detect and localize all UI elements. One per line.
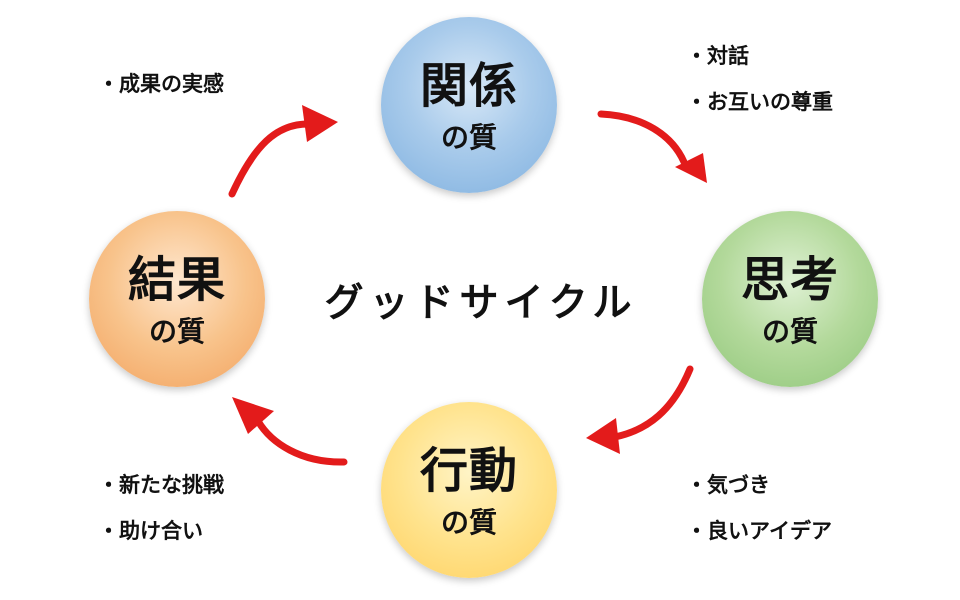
relationship-quality-node: 関係 の質 bbox=[381, 17, 557, 193]
action-node-title: 行動 bbox=[419, 443, 518, 499]
arrow-thinking-to-action bbox=[586, 365, 694, 454]
note-results-achievement: 成果の実感 bbox=[98, 61, 224, 107]
thinking-node-subtitle: の質 bbox=[761, 315, 818, 348]
results-node-subtitle: の質 bbox=[148, 315, 205, 348]
relationship-notes: 対話 お互いの尊重 bbox=[686, 33, 833, 125]
note-good-ideas: 良いアイデア bbox=[686, 508, 832, 554]
results-node-title: 結果 bbox=[127, 252, 226, 308]
relationship-node-subtitle: の質 bbox=[440, 121, 497, 154]
relationship-node-title: 関係 bbox=[419, 58, 518, 114]
note-helping-each-other: 助け合い bbox=[98, 508, 224, 554]
action-quality-node: 行動 の質 bbox=[381, 402, 557, 578]
arrow-action-to-results bbox=[232, 397, 348, 466]
results-quality-node: 結果 の質 bbox=[89, 211, 265, 387]
note-new-challenge: 新たな挑戦 bbox=[98, 462, 224, 508]
thinking-quality-node: 思考 の質 bbox=[702, 211, 878, 387]
results-top-notes: 成果の実感 bbox=[98, 61, 224, 107]
action-notes: 気づき 良いアイデア bbox=[686, 462, 832, 554]
thinking-node-title: 思考 bbox=[740, 252, 839, 308]
note-awareness: 気づき bbox=[686, 462, 832, 508]
note-dialogue: 対話 bbox=[686, 33, 833, 79]
arrow-results-to-relationship bbox=[228, 105, 338, 198]
results-bottom-notes: 新たな挑戦 助け合い bbox=[98, 462, 224, 554]
good-cycle-title: グッドサイクル bbox=[324, 281, 638, 326]
action-node-subtitle: の質 bbox=[440, 506, 497, 539]
note-mutual-respect: お互いの尊重 bbox=[686, 79, 833, 125]
